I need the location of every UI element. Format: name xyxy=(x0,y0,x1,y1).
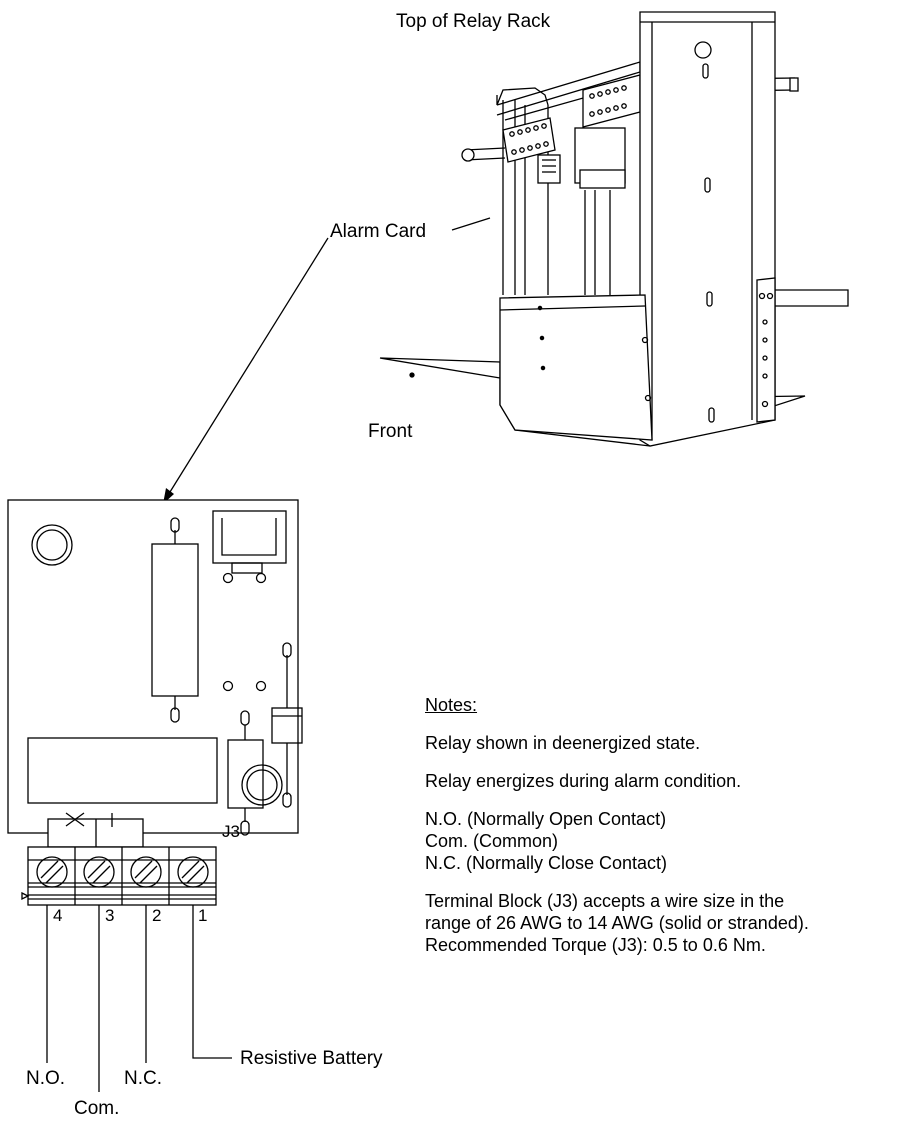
note-terminal-block: Terminal Block (J3) accepts a wire size … xyxy=(425,891,785,911)
terminal-screws xyxy=(36,856,209,888)
mounting-strip-left xyxy=(502,117,556,163)
pin-1-label: 1 xyxy=(198,906,208,925)
notes-heading: Notes: xyxy=(425,695,478,715)
terminal-wires xyxy=(46,905,232,1092)
no-terminal-label: N.O. xyxy=(26,1068,66,1089)
mounting-strip-right xyxy=(582,74,641,128)
note-energizes: Relay energizes during alarm condition. xyxy=(425,771,742,791)
note-no-definition: N.O. (Normally Open Contact) xyxy=(425,809,667,829)
pin-2-label: 2 xyxy=(152,906,162,925)
pin-4-label: 4 xyxy=(53,906,63,925)
nc-terminal-label: N.C. xyxy=(124,1068,162,1089)
alarm-card-board xyxy=(7,499,303,906)
note-torque: Recommended Torque (J3): 0.5 to 0.6 Nm. xyxy=(425,935,766,955)
connector-label: J3 xyxy=(222,822,240,841)
front-label: Front xyxy=(368,421,413,442)
note-com-definition: Com. (Common) xyxy=(425,831,559,851)
com-terminal-label: Com. xyxy=(74,1098,120,1119)
relay-rack xyxy=(379,11,849,447)
alarm-card-label: Alarm Card xyxy=(330,221,427,242)
note-nc-definition: N.C. (Normally Close Contact) xyxy=(425,853,668,873)
note-deenergized: Relay shown in deenergized state. xyxy=(425,733,701,753)
resistive-battery-label: Resistive Battery xyxy=(240,1048,383,1069)
note-wire-range: range of 26 AWG to 14 AWG (solid or stra… xyxy=(425,913,809,933)
top-of-rack-label: Top of Relay Rack xyxy=(396,11,551,32)
pin-3-label: 3 xyxy=(105,906,115,925)
